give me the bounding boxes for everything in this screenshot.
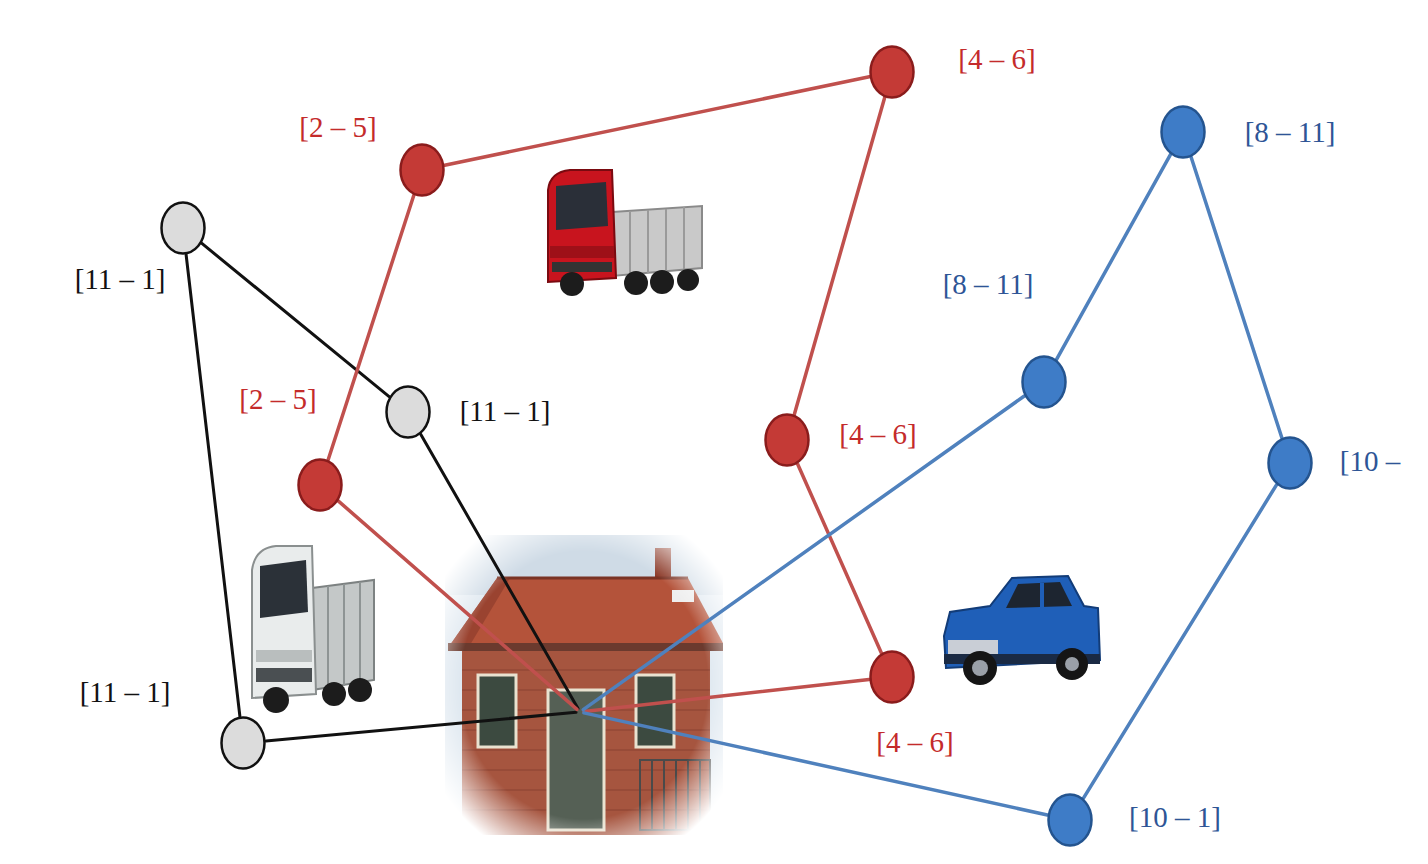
- time-window-label: [4 – 6]: [958, 44, 1035, 76]
- route-connector: [1083, 485, 1276, 798]
- node-circle: [160, 201, 206, 255]
- time-window-label: [4 – 6]: [839, 419, 916, 451]
- red-truck: [548, 170, 702, 296]
- route-connector: [266, 712, 576, 741]
- blue-pickup: [944, 576, 1100, 685]
- time-window-label: [8 – 11]: [943, 269, 1034, 301]
- route-connector: [421, 434, 578, 708]
- customer-node: [11 – 1]: [385, 385, 431, 439]
- customer-node: [4 – 6]: [869, 45, 915, 99]
- node-circle: [1047, 793, 1093, 847]
- node-circle: [297, 458, 343, 512]
- time-window-label: [2 – 5]: [239, 384, 316, 416]
- customer-node: [10 – 1]: [1047, 793, 1093, 847]
- route-connector: [794, 98, 884, 415]
- route-connector: [202, 243, 389, 396]
- node-circle: [385, 385, 431, 439]
- time-window-label: [11 – 1]: [80, 677, 171, 709]
- node-circle: [1021, 355, 1067, 409]
- node-ellipse: [222, 718, 265, 769]
- node-circle: [399, 143, 445, 197]
- node-circle: [220, 716, 266, 770]
- route-connector: [798, 464, 882, 653]
- route-connector: [186, 255, 240, 716]
- customer-node: [10 –: [1267, 436, 1313, 490]
- customer-node: [2 – 5]: [399, 143, 445, 197]
- white-truck: [252, 546, 374, 713]
- time-window-label: [10 – 1]: [1129, 802, 1221, 834]
- customer-node: [8 – 11]: [1160, 105, 1206, 159]
- customer-node: [4 – 6]: [764, 413, 810, 467]
- route-connector: [584, 713, 1047, 815]
- node-ellipse: [1049, 795, 1092, 846]
- node-ellipse: [162, 203, 205, 254]
- node-ellipse: [1162, 107, 1205, 158]
- node-circle: [1160, 105, 1206, 159]
- node-ellipse: [1023, 357, 1066, 408]
- customer-node: [4 – 6]: [869, 650, 915, 704]
- node-ellipse: [387, 387, 430, 438]
- route-connector: [1057, 155, 1171, 360]
- node-circle: [869, 650, 915, 704]
- node-ellipse: [871, 652, 914, 703]
- node-ellipse: [1269, 438, 1312, 489]
- node-circle: [1267, 436, 1313, 490]
- node-circle: [869, 45, 915, 99]
- route-connector: [445, 77, 870, 166]
- customer-node: [8 – 11]: [1021, 355, 1067, 409]
- customer-node: [11 – 1]: [160, 201, 206, 255]
- node-circle: [764, 413, 810, 467]
- time-window-label: [4 – 6]: [876, 727, 953, 759]
- route-connector: [583, 396, 1024, 710]
- customer-node: [11 – 1]: [220, 716, 266, 770]
- time-window-label: [11 – 1]: [460, 396, 551, 428]
- time-window-label: [10 –: [1340, 446, 1400, 478]
- time-window-label: [8 – 11]: [1245, 117, 1336, 149]
- customer-node: [2 – 5]: [297, 458, 343, 512]
- route-connector: [338, 501, 577, 709]
- node-ellipse: [401, 145, 444, 196]
- node-ellipse: [871, 47, 914, 98]
- node-ellipse: [299, 460, 342, 511]
- depot-point: [576, 708, 584, 716]
- time-window-label: [11 – 1]: [75, 264, 166, 296]
- time-window-label: [2 – 5]: [299, 112, 376, 144]
- depot-building: [445, 535, 726, 835]
- route-connector: [1191, 157, 1282, 438]
- route-connector: [584, 680, 869, 712]
- node-ellipse: [766, 415, 809, 466]
